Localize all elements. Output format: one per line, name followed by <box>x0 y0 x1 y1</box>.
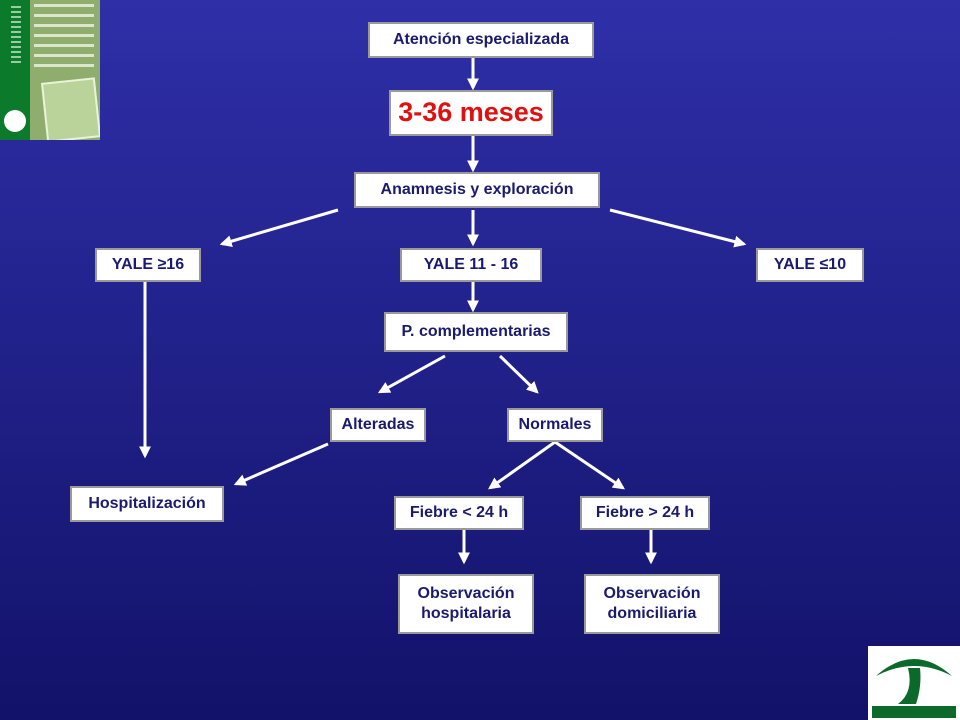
arrow-normal-to-fever-long <box>554 440 625 490</box>
node-complementary: P. complementarias <box>384 312 568 352</box>
arrow-exam-to-yale-high <box>219 208 339 248</box>
node-hospitalization: Hospitalización <box>70 486 224 522</box>
junta-andalucia-logo <box>868 646 960 720</box>
node-obs-hospital: Observación hospitalaria <box>398 574 534 634</box>
node-yale-mid: YALE 11 - 16 <box>400 248 542 282</box>
arrow-altered-to-hospital <box>233 442 329 486</box>
node-fever-short: Fiebre < 24 h <box>394 496 524 530</box>
arrow-normal-to-fever-short <box>488 440 556 490</box>
arrow-exam-to-yale-low <box>609 208 747 248</box>
logo-emblem-icon <box>876 659 952 704</box>
node-normal: Normales <box>507 408 603 442</box>
node-anamnesis: Anamnesis y exploración <box>354 172 600 208</box>
node-obs-home: Observación domiciliaria <box>584 574 720 634</box>
node-atencion-especializada: Atención especializada <box>368 22 594 58</box>
arrow-complementary-to-altered <box>377 354 446 394</box>
node-fever-long: Fiebre > 24 h <box>580 496 710 530</box>
node-altered: Alteradas <box>330 408 426 442</box>
guide-cover-thumbnail <box>0 0 100 140</box>
node-age-range: 3-36 meses <box>389 90 553 136</box>
arrow-complementary-to-normal <box>498 354 539 394</box>
node-yale-low: YALE ≤10 <box>756 248 864 282</box>
node-yale-high: YALE ≥16 <box>95 248 201 282</box>
